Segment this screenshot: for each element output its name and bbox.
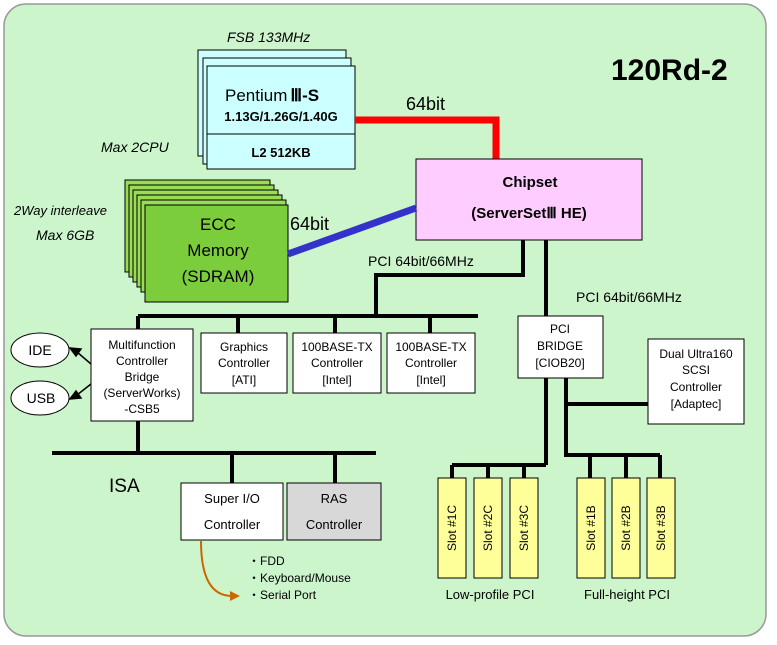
svg-text:・Keyboard/Mouse: ・Keyboard/Mouse: [248, 571, 351, 585]
svg-text:・Serial Port: ・Serial Port: [248, 588, 317, 602]
ide-label: IDE: [28, 342, 51, 358]
svg-text:Slot #3B: Slot #3B: [654, 505, 668, 550]
svg-text:Controller: Controller: [405, 356, 457, 370]
pci-bus-lines: [52, 240, 662, 483]
fsb-line: [355, 116, 500, 160]
svg-text:100BASE-TX: 100BASE-TX: [395, 340, 466, 354]
chipset-title: Chipset: [502, 174, 557, 191]
svg-text:Controller: Controller: [306, 517, 363, 532]
ide-usb-arrows: [68, 347, 92, 400]
svg-text:[CIOB20]: [CIOB20]: [535, 356, 584, 370]
svg-text:[ATI]: [ATI]: [232, 373, 256, 387]
usb-label: USB: [27, 390, 56, 406]
legacy-list: ・FDD ・Keyboard/Mouse ・Serial Port: [248, 554, 351, 602]
svg-text:Dual Ultra160: Dual Ultra160: [659, 347, 733, 361]
chipset-box: [415, 158, 643, 241]
ras-box: RAS Controller: [286, 482, 382, 541]
svg-text:Slot #2B: Slot #2B: [619, 505, 633, 550]
nic-controller-2-box: 100BASE-TX Controller [Intel]: [386, 332, 476, 394]
memory-bus-line: [286, 204, 418, 258]
legacy-arrow: [200, 540, 240, 601]
svg-text:Bridge: Bridge: [125, 370, 160, 384]
svg-text:Multifunction: Multifunction: [108, 338, 175, 352]
svg-text:Slot #2C: Slot #2C: [481, 505, 495, 551]
svg-text:Slot #1C: Slot #1C: [445, 505, 459, 551]
ide-ellipse: [10, 332, 70, 368]
cpu-speeds: 1.13G/1.26G/1.40G: [224, 109, 337, 124]
svg-text:Controller: Controller: [204, 517, 261, 532]
cpu-max-label: Max 2CPU: [101, 139, 170, 155]
full-height-label: Full-height PCI: [584, 587, 670, 602]
memory-max-label: Max 6GB: [36, 227, 94, 243]
svg-text:Controller: Controller: [670, 380, 722, 394]
memory-line-2: Memory: [187, 241, 249, 260]
fsb-width-label: 64bit: [406, 94, 445, 114]
full-height-slots: Slot #1B Slot #2B Slot #3B: [576, 477, 676, 579]
svg-text:Super I/O: Super I/O: [204, 491, 260, 506]
memory-box: [144, 204, 289, 303]
pci-bus-label-1: PCI 64bit/66MHz: [368, 253, 474, 269]
memory-line-3: (SDRAM): [182, 267, 255, 286]
svg-text:Slot #1B: Slot #1B: [584, 505, 598, 550]
svg-text:Graphics: Graphics: [220, 340, 268, 354]
cpu-cache: L2 512KB: [251, 145, 310, 160]
isa-label: ISA: [109, 476, 140, 497]
svg-text:100BASE-TX: 100BASE-TX: [301, 340, 372, 354]
svg-text:[Intel]: [Intel]: [416, 373, 445, 387]
svg-text:RAS: RAS: [321, 491, 348, 506]
fsb-label: FSB 133MHz: [227, 29, 310, 45]
svg-text:BRIDGE: BRIDGE: [537, 339, 583, 353]
low-profile-label: Low-profile PCI: [446, 587, 535, 602]
interleave-label: 2Way interleave: [13, 203, 107, 218]
csb5-box: Multifunction Controller Bridge (ServerW…: [90, 328, 194, 422]
svg-text:PCI: PCI: [550, 322, 570, 336]
diagram-title: 120Rd-2: [611, 54, 728, 87]
svg-text:[Intel]: [Intel]: [322, 373, 351, 387]
svg-text:(ServerWorks): (ServerWorks): [103, 386, 180, 400]
cpu-box: [206, 65, 356, 170]
memory-line-1: ECC: [200, 215, 236, 234]
svg-text:SCSI: SCSI: [682, 363, 710, 377]
pci-bus-label-2: PCI 64bit/66MHz: [576, 289, 682, 305]
svg-text:-CSB5: -CSB5: [124, 402, 160, 416]
svg-text:[Adaptec]: [Adaptec]: [671, 397, 722, 411]
memory-bus-label: 64bit: [290, 214, 329, 234]
svg-text:Controller: Controller: [116, 354, 168, 368]
pci-bridge-box: PCI BRIDGE [CIOB20]: [517, 315, 604, 379]
svg-text:・FDD: ・FDD: [248, 554, 285, 568]
superio-box: Super I/O Controller: [180, 482, 284, 541]
svg-text:Controller: Controller: [218, 356, 270, 370]
svg-text:Slot #3C: Slot #3C: [517, 505, 531, 551]
chipset-subtitle: (ServerSetⅢ HE): [471, 205, 586, 222]
graphics-controller-box: Graphics Controller [ATI]: [200, 332, 288, 394]
low-profile-slots: Slot #1C Slot #2C Slot #3C: [437, 477, 539, 579]
usb-ellipse: [10, 380, 70, 416]
scsi-controller-box: Dual Ultra160 SCSI Controller [Adaptec]: [647, 338, 745, 425]
svg-text:Controller: Controller: [311, 356, 363, 370]
nic-controller-1-box: 100BASE-TX Controller [Intel]: [292, 332, 382, 394]
